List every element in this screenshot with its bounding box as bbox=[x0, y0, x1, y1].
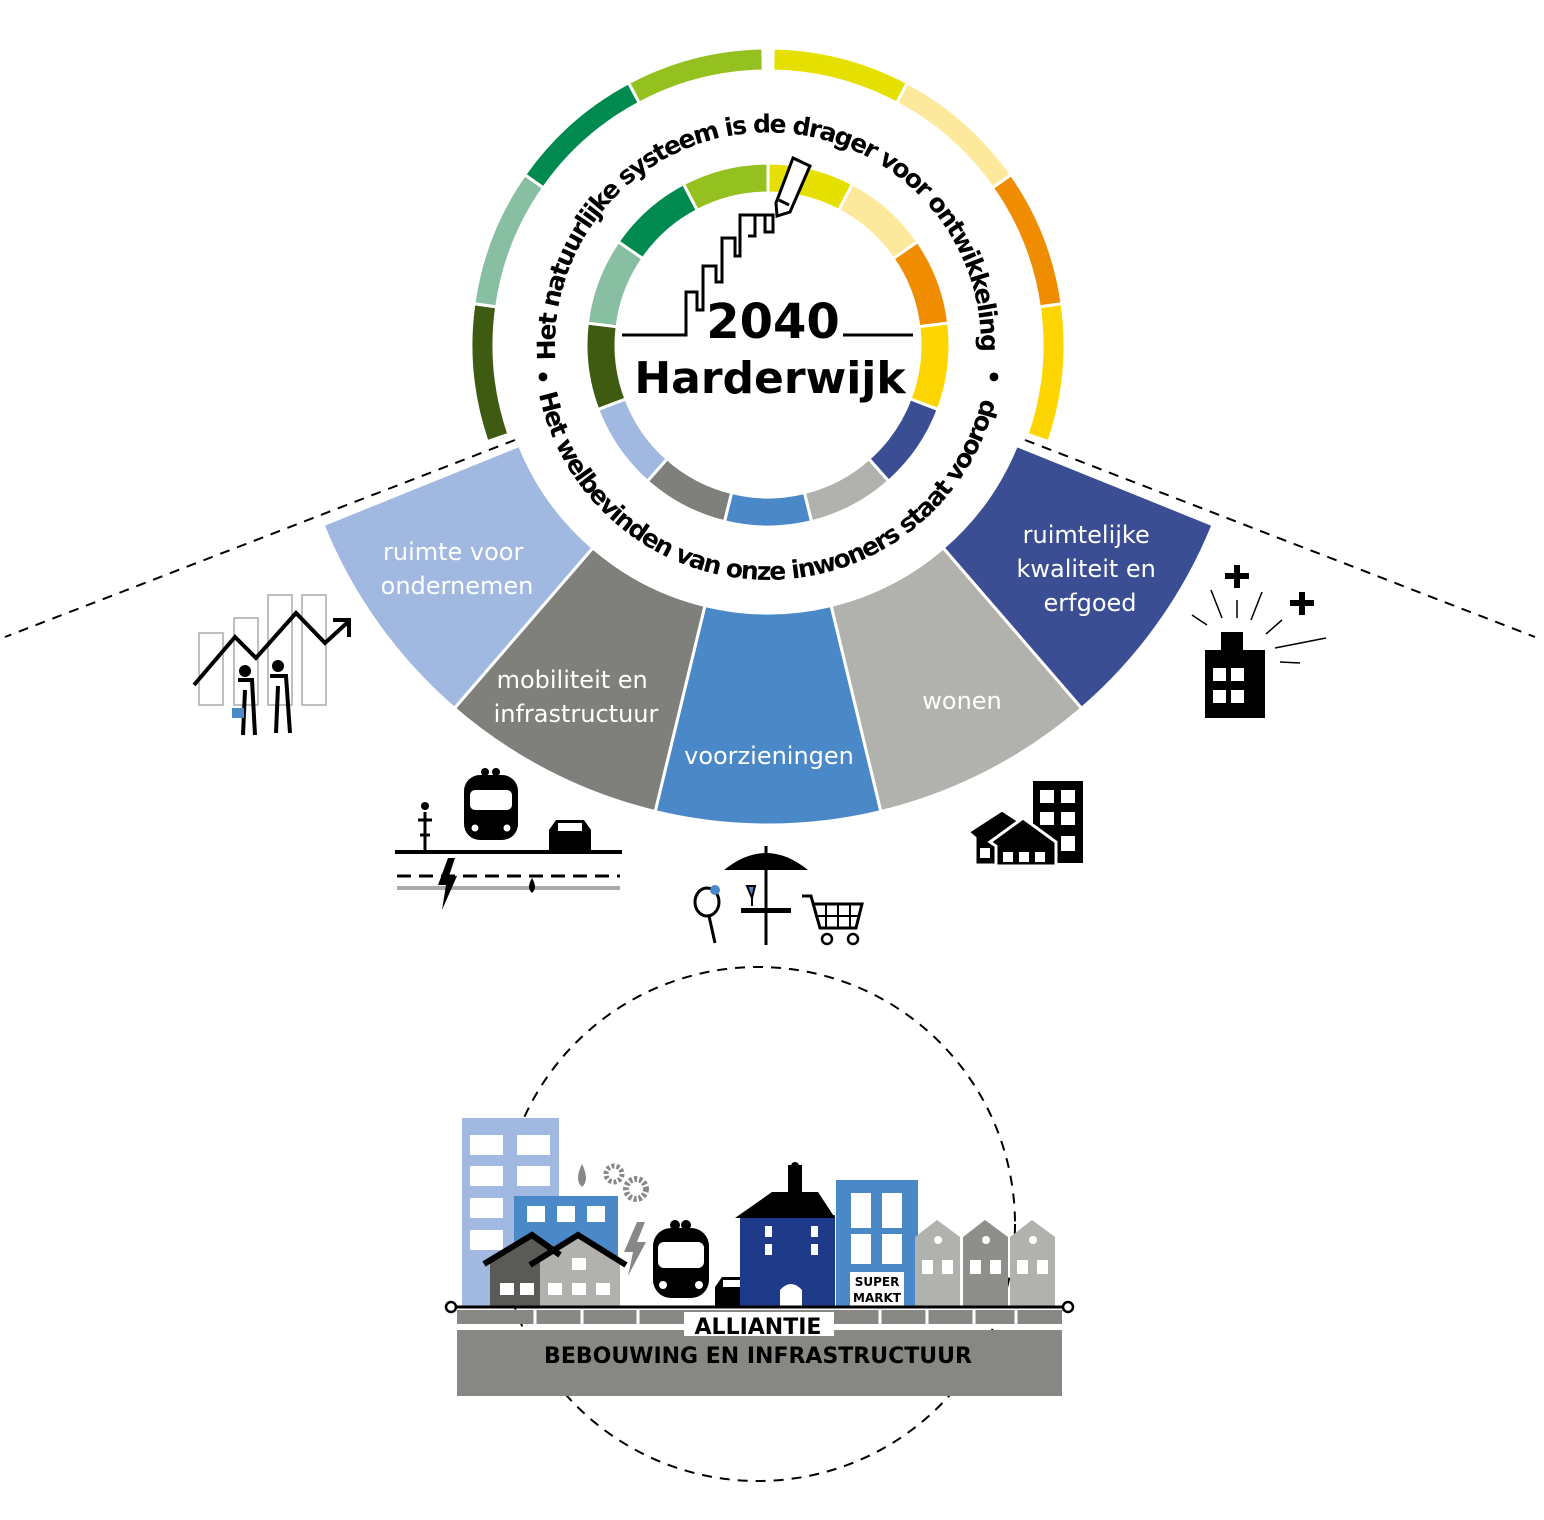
inner-ring-segment-paleyellow bbox=[836, 181, 920, 261]
sector-label-mobiliteit: mobiliteit en infrastructuur bbox=[494, 666, 659, 728]
outer-ring-segment-yellowgreen bbox=[626, 46, 765, 106]
inner-ring-segment-orange bbox=[891, 239, 951, 329]
supermarket-sign-line2: MARKT bbox=[853, 1291, 902, 1305]
inner-ring-segment-green bbox=[616, 181, 700, 261]
inner-ring-segment-lightblue bbox=[595, 396, 670, 484]
theme-sectors bbox=[320, 443, 1216, 827]
sector-label-ruimtelijke-kwaliteit: ruimtelijke kwaliteit en erfgoed bbox=[1016, 521, 1163, 617]
inner-ring-segment-blue bbox=[722, 490, 814, 529]
outer-ring-segment-olive bbox=[469, 301, 511, 444]
facilities-icon bbox=[693, 846, 864, 946]
dashed-line-left bbox=[4, 439, 516, 638]
dashed-line-right bbox=[1024, 439, 1536, 638]
alliance-subtitle: BEBOUWING EN INFRASTRUCTUUR bbox=[544, 1344, 972, 1369]
ring-separator-left: • bbox=[535, 363, 551, 392]
ring-separator-right: • bbox=[986, 363, 1002, 392]
business-growth-icon bbox=[192, 594, 351, 736]
outer-ring-segment-teal bbox=[472, 172, 546, 309]
housing-icon bbox=[965, 781, 1083, 868]
inner-ring-segment-yellowgreen bbox=[681, 161, 770, 213]
inner-ring-segment-olive bbox=[584, 321, 628, 412]
staircase-pencil-logo-icon bbox=[622, 155, 913, 337]
mobility-icon bbox=[395, 768, 622, 910]
center-year: 2040 bbox=[706, 294, 840, 350]
heritage-building-icon bbox=[1191, 565, 1327, 718]
alliance-title: ALLIANTIE bbox=[695, 1315, 822, 1340]
outer-ring-segment-orange bbox=[990, 172, 1064, 309]
inner-ring-segment-gold bbox=[908, 321, 952, 412]
outer-ring bbox=[469, 46, 1067, 444]
outer-ring-segment-yellow bbox=[771, 46, 910, 106]
sector-label-ruimte-voor-ondernemen: ruimte voor ondernemen bbox=[381, 538, 534, 600]
sector-label-voorzieningen: voorzieningen bbox=[684, 742, 854, 770]
city-skyline-illustration: SUPER MARKT bbox=[444, 1118, 1075, 1396]
dashed-circle bbox=[500, 966, 1016, 1482]
outer-ring-segment-gold bbox=[1025, 301, 1067, 444]
inner-ring bbox=[584, 161, 952, 529]
sector-ruimte-voor-ondernemen bbox=[320, 443, 595, 711]
supermarket-sign-line1: SUPER bbox=[855, 1275, 900, 1289]
sector-label-wonen: wonen bbox=[922, 687, 1002, 715]
center-title: Harderwijk bbox=[634, 353, 907, 404]
inner-ring-segment-lightgray bbox=[802, 456, 891, 524]
